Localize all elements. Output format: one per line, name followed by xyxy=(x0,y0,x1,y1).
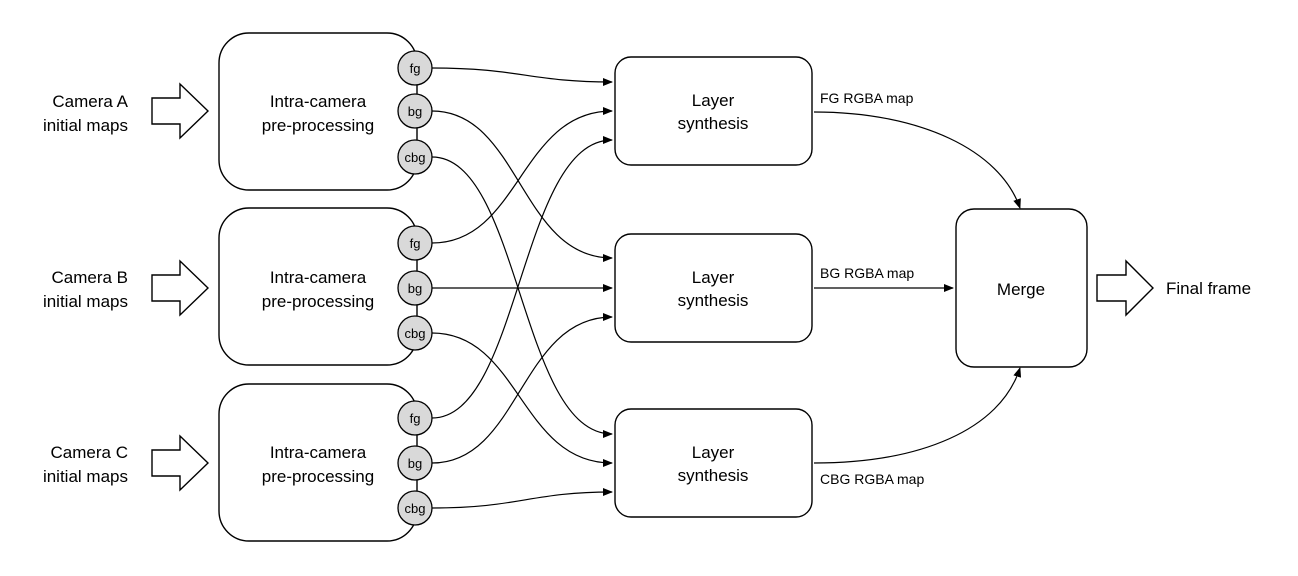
synthesis-fg-box xyxy=(614,56,813,166)
camera-a-sublabel: initial maps xyxy=(43,116,128,135)
camera-a-box-line2: pre-processing xyxy=(262,116,374,135)
camera-a-port-cbg-label: cbg xyxy=(405,150,426,165)
camera-c-label: Camera C xyxy=(51,443,128,462)
camera-a-port-cbg xyxy=(397,139,433,175)
camera-b-box-line1: Intra-camera xyxy=(270,268,367,287)
synthesis-fg-line2: synthesis xyxy=(678,114,749,133)
camera-a-box-line1: Intra-camera xyxy=(270,92,367,111)
final-frame-label: Final frame xyxy=(1166,279,1251,298)
camera-b-port-cbg-label: cbg xyxy=(405,326,426,341)
camera-b-input-arrow-icon xyxy=(151,259,210,317)
edge-b-fg-to-fg-synthesis xyxy=(431,107,613,244)
camera-b-label: Camera B xyxy=(51,268,128,287)
camera-a-port-fg-label: fg xyxy=(410,61,421,76)
camera-a-port-bg xyxy=(397,93,433,129)
synthesis-cbg-line2: synthesis xyxy=(678,466,749,485)
camera-c-preprocessing-box xyxy=(218,383,418,542)
camera-c-sublabel: initial maps xyxy=(43,467,128,486)
camera-c-port-cbg-label: cbg xyxy=(405,501,426,516)
camera-a-label: Camera A xyxy=(52,92,128,111)
camera-a-group: Camera A initial maps Intra-camera pre-p… xyxy=(43,32,433,191)
merge-label: Merge xyxy=(997,280,1045,299)
camera-c-port-cbg xyxy=(397,490,433,526)
camera-a-preprocessing-box xyxy=(218,32,418,191)
synthesis-cbg-group: Layer synthesis CBG RGBA map xyxy=(614,408,924,518)
camera-c-group: Camera C initial maps Intra-camera pre-p… xyxy=(43,383,433,542)
camera-c-port-fg xyxy=(397,400,433,436)
edge-a-cbg-to-cbg-synthesis xyxy=(431,156,613,438)
fg-rgba-map-label: FG RGBA map xyxy=(820,90,914,106)
edge-c-cbg-to-cbg-synthesis xyxy=(431,488,613,509)
camera-a-input-arrow-icon xyxy=(151,82,210,140)
cbg-rgba-map-label: CBG RGBA map xyxy=(820,471,924,487)
camera-a-port-fg xyxy=(397,50,433,86)
camera-b-port-bg-label: bg xyxy=(408,281,422,296)
output-group: Final frame xyxy=(1096,259,1251,317)
synthesis-bg-line1: Layer xyxy=(692,268,735,287)
camera-c-box-line2: pre-processing xyxy=(262,467,374,486)
synthesis-bg-line2: synthesis xyxy=(678,291,749,310)
camera-c-input-arrow-icon xyxy=(151,434,210,492)
synthesis-fg-group: Layer synthesis FG RGBA map xyxy=(614,56,914,166)
edge-a-fg-to-fg-synthesis xyxy=(431,67,613,86)
edge-c-fg-to-fg-synthesis xyxy=(431,136,613,419)
edge-cbg-map-to-merge xyxy=(813,367,1022,464)
camera-c-port-bg xyxy=(397,445,433,481)
bg-rgba-map-label: BG RGBA map xyxy=(820,265,914,281)
camera-b-group: Camera B initial maps Intra-camera pre-p… xyxy=(43,207,433,366)
camera-c-port-fg-label: fg xyxy=(410,411,421,426)
synthesis-bg-group: Layer synthesis BG RGBA map xyxy=(614,233,914,343)
camera-c-port-bg-label: bg xyxy=(408,456,422,471)
connectors xyxy=(431,67,1022,509)
camera-b-port-bg xyxy=(397,270,433,306)
camera-b-port-cbg xyxy=(397,315,433,351)
merge-group: Merge xyxy=(955,208,1088,368)
synthesis-cbg-line1: Layer xyxy=(692,443,735,462)
edge-fg-map-to-merge xyxy=(813,111,1021,209)
camera-b-port-fg xyxy=(397,225,433,261)
synthesis-cbg-box xyxy=(614,408,813,518)
camera-b-port-fg-label: fg xyxy=(410,236,421,251)
edge-b-cbg-to-cbg-synthesis xyxy=(431,332,613,467)
camera-a-port-bg-label: bg xyxy=(408,104,422,119)
camera-b-box-line2: pre-processing xyxy=(262,292,374,311)
synthesis-bg-box xyxy=(614,233,813,343)
merge-box xyxy=(955,208,1088,368)
edge-a-bg-to-bg-synthesis xyxy=(431,110,613,262)
camera-b-sublabel: initial maps xyxy=(43,292,128,311)
output-arrow-icon xyxy=(1096,259,1154,317)
camera-c-box-line1: Intra-camera xyxy=(270,443,367,462)
edge-c-bg-to-bg-synthesis xyxy=(431,313,613,464)
synthesis-fg-line1: Layer xyxy=(692,91,735,110)
